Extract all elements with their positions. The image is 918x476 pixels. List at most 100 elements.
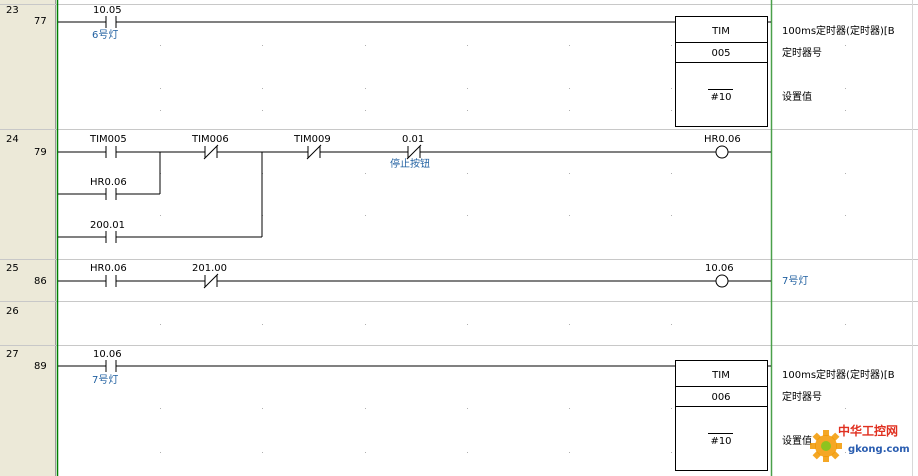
grid-dot — [671, 324, 672, 325]
grid-dot — [845, 110, 846, 111]
rung-step: 89 — [34, 361, 47, 372]
rung-number: 23 — [6, 5, 19, 16]
grid-dot — [365, 110, 366, 111]
grid-dot — [467, 88, 468, 89]
output-coil[interactable] — [715, 274, 729, 288]
contact-nc[interactable] — [203, 273, 219, 289]
contact-no[interactable] — [105, 275, 117, 287]
grid-dot — [262, 452, 263, 453]
contact-nc[interactable] — [406, 144, 422, 160]
grid-dot — [160, 88, 161, 89]
rung-27[interactable]: 27 89 10.06 7号灯 TIM 006 #10 100ms定时器(定时器… — [6, 349, 895, 471]
contact-no[interactable] — [105, 231, 117, 243]
grid-dot — [467, 215, 468, 216]
grid-dot — [845, 173, 846, 174]
contact-no[interactable] — [105, 188, 117, 200]
contact-address: HR0.06 — [90, 263, 127, 274]
contact-nc[interactable] — [306, 144, 322, 160]
contact-address: HR0.06 — [90, 177, 127, 188]
contact-comment: 停止按钮 — [390, 157, 430, 170]
grid-dot — [262, 408, 263, 409]
instruction-operand: 006 — [711, 392, 730, 403]
grid-dot — [671, 452, 672, 453]
grid-dot — [845, 452, 846, 453]
grid-dot — [845, 45, 846, 46]
grid-dot — [671, 173, 672, 174]
rung-23[interactable]: 23 77 10.05 6号灯 TIM 005 #10 100ms定时器(定时器… — [6, 5, 895, 127]
grid-dot — [160, 45, 161, 46]
grid-dot — [365, 324, 366, 325]
output-coil[interactable] — [715, 145, 729, 159]
instruction-set-value: #10 — [710, 92, 731, 103]
contact-address: 0.01 — [402, 134, 424, 145]
coil-address: HR0.06 — [704, 134, 741, 145]
contact-address: 10.06 — [93, 349, 122, 360]
rung-24[interactable]: 24 79 TIM005 HR0.06 200.01 — [6, 134, 771, 243]
rung-gutter — [0, 0, 56, 476]
grid-dot — [262, 45, 263, 46]
rung-number: 26 — [6, 306, 19, 317]
grid-dot — [467, 173, 468, 174]
contact-no[interactable] — [105, 360, 117, 372]
contact-comment: 6号灯 — [92, 29, 118, 41]
grid-dot — [671, 45, 672, 46]
grid-dot — [845, 408, 846, 409]
contact-address: 200.01 — [90, 220, 125, 231]
grid-dot — [671, 110, 672, 111]
tim-instruction-block[interactable]: TIM 006 #10 — [675, 360, 768, 471]
grid-dot — [845, 88, 846, 89]
rung-25[interactable]: 25 86 HR0.06 201.00 10.06 7号灯 — [6, 263, 808, 289]
contact-address: 10.05 — [93, 5, 122, 16]
grid-dot — [262, 110, 263, 111]
grid-dot — [160, 110, 161, 111]
rung-number: 24 — [6, 134, 19, 145]
tim-instruction-block[interactable]: TIM 005 #10 — [675, 16, 768, 127]
coil-comment: 7号灯 — [782, 275, 808, 287]
grid-dot — [467, 324, 468, 325]
instruction-name: TIM — [711, 370, 730, 381]
grid-dot — [160, 215, 161, 216]
instruction-side-set: 设置值 — [782, 434, 812, 447]
instruction-side-title: 100ms定时器(定时器)[B — [782, 368, 895, 381]
grid-dot — [160, 324, 161, 325]
watermark-title: 中华工控网 — [838, 423, 898, 438]
contact-no[interactable] — [105, 16, 117, 28]
grid-dot — [569, 452, 570, 453]
grid-dot — [569, 45, 570, 46]
grid-dot — [467, 45, 468, 46]
grid-dot — [467, 408, 468, 409]
rung-step: 79 — [34, 147, 47, 158]
grid-dot — [569, 110, 570, 111]
grid-dot — [569, 88, 570, 89]
grid-dot — [569, 173, 570, 174]
grid-dot — [467, 452, 468, 453]
grid-dot — [365, 88, 366, 89]
instruction-set-value: #10 — [710, 436, 731, 447]
grid-dot — [365, 173, 366, 174]
contact-comment: 7号灯 — [92, 374, 118, 386]
rung-number: 25 — [6, 263, 19, 274]
grid-dot — [671, 88, 672, 89]
contact-address: TIM006 — [191, 134, 229, 145]
grid-dot — [671, 215, 672, 216]
grid-dot — [467, 110, 468, 111]
grid-dot — [845, 324, 846, 325]
rung-number: 27 — [6, 349, 19, 360]
rung-26[interactable]: 26 — [6, 306, 19, 317]
grid-dots — [160, 45, 846, 453]
contact-nc[interactable] — [203, 144, 219, 160]
instruction-side-title: 100ms定时器(定时器)[B — [782, 24, 895, 37]
coil-address: 10.06 — [705, 263, 734, 274]
contact-address: 201.00 — [192, 263, 227, 274]
rung-step: 77 — [34, 16, 47, 27]
grid-dot — [569, 324, 570, 325]
instruction-side-set: 设置值 — [782, 90, 812, 103]
instruction-operand: 005 — [711, 48, 730, 59]
grid-dot — [365, 45, 366, 46]
rung-step: 86 — [34, 276, 47, 287]
grid-dot — [365, 452, 366, 453]
grid-dot — [569, 408, 570, 409]
contact-no[interactable] — [105, 146, 117, 158]
